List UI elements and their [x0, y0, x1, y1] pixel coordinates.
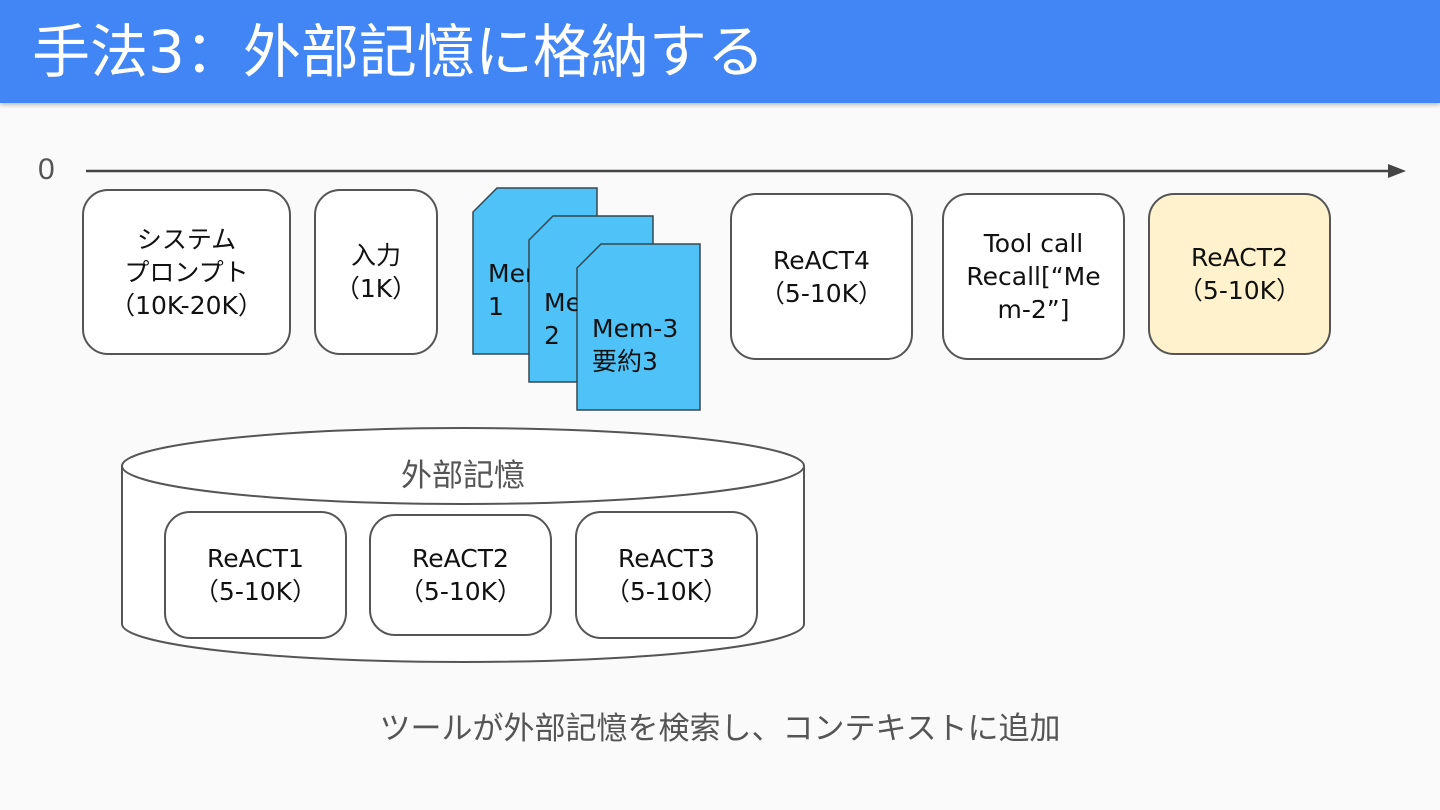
context-item-input: 入力 （1K）	[314, 189, 438, 355]
context-item-tool-call: Tool call Recall[“Me m-2”]	[942, 193, 1125, 360]
context-item-label: システム プロンプト （10K-20K）	[110, 224, 263, 320]
arrow-head-icon	[1388, 164, 1406, 178]
context-item-label: ReACT4 （5-10K）	[759, 245, 884, 308]
external-memory-item-label: ReACT2 （5-10K）	[398, 544, 523, 606]
slide-caption: ツールが外部記憶を検索し、コンテキストに追加	[379, 711, 1061, 747]
context-item-label: 入力 （1K）	[334, 241, 418, 303]
external-memory-item-label: ReACT1 （5-10K）	[193, 544, 318, 606]
external-memory-label: 外部記憶	[401, 458, 525, 494]
context-item-label: ReACT2 （5-10K）	[1177, 243, 1302, 305]
context-item-label: Tool call Recall[“Me m-2”]	[966, 229, 1101, 324]
timeline-axis	[86, 164, 1406, 178]
external-memory-item-label: ReACT3 （5-10K）	[604, 544, 729, 606]
memory-card-2-label: Mem-2 要約2	[544, 288, 577, 356]
slide-title: 手法3：外部記憶に格納する	[32, 18, 765, 86]
axis-origin-label: 0	[38, 153, 55, 186]
memory-card-shapes	[472, 187, 701, 411]
external-memory-item-react3: ReACT3 （5-10K）	[575, 511, 758, 639]
memory-card-3	[576, 243, 701, 411]
slide-header: 手法3：外部記憶に格納する	[0, 0, 1440, 103]
context-item-react2-recalled: ReACT2 （5-10K）	[1148, 193, 1331, 355]
memory-card-1-label: Mem-1 要約1	[488, 259, 529, 327]
memory-card-3-label: Mem-3 要約3	[592, 314, 679, 376]
external-memory-item-react2: ReACT2 （5-10K）	[369, 514, 552, 636]
context-item-react4: ReACT4 （5-10K）	[730, 193, 913, 360]
external-memory-item-react1: ReACT1 （5-10K）	[164, 511, 347, 639]
context-item-system-prompt: システム プロンプト （10K-20K）	[82, 189, 291, 355]
